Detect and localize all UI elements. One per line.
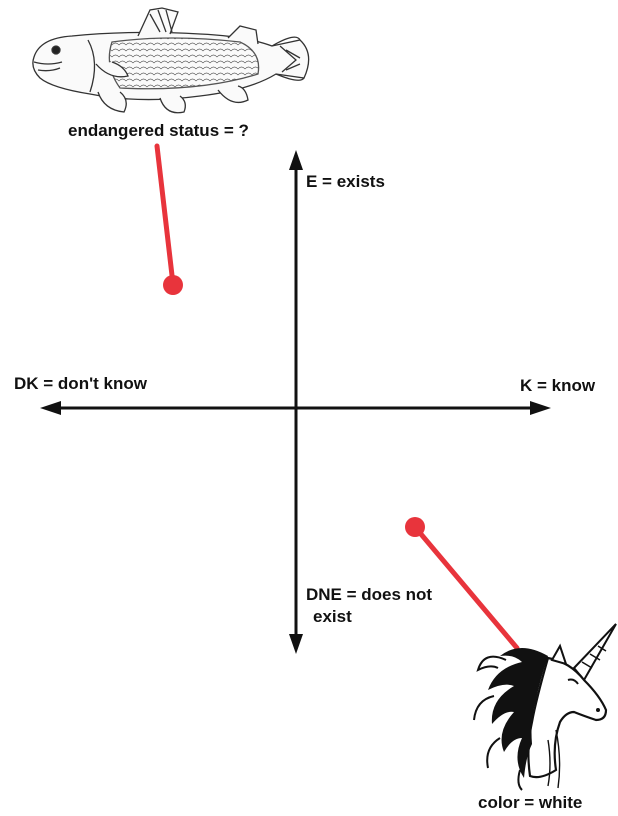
pointer-fish [154, 143, 183, 295]
axis-arrow-down [289, 634, 303, 654]
pointer-fish-dot [163, 275, 183, 295]
fish-illustration [32, 7, 310, 114]
axis-arrow-up [289, 150, 303, 170]
axes [40, 150, 551, 654]
does-not-exist-label: DNE = does not exist [306, 584, 496, 628]
unicorn-illustration [473, 623, 617, 791]
pointer-unicorn-dot [405, 517, 425, 537]
pointer-unicorn [405, 517, 520, 651]
dont-know-label: DK = don't know [14, 374, 147, 393]
fish-caption: endangered status = ? [68, 121, 249, 140]
exists-label: E = exists [306, 172, 385, 191]
axis-arrow-left [40, 401, 61, 415]
unicorn-caption: color = white [478, 793, 583, 812]
axis-arrow-right [530, 401, 551, 415]
know-label: K = know [520, 376, 596, 395]
does-not-exist-label-line2: exist [313, 607, 352, 626]
does-not-exist-label-line1: DNE = does not [306, 585, 433, 604]
